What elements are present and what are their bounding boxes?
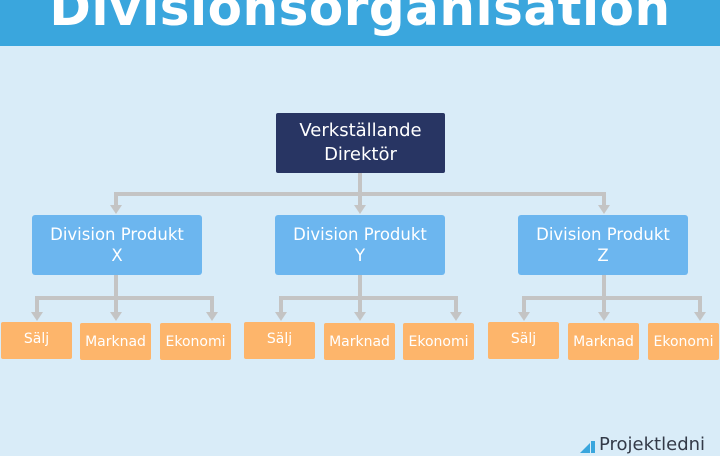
division-box-y: Division Produkt Y [275, 215, 445, 275]
division-label-line1: Division Produkt [293, 225, 427, 244]
header-bar: Divisionsorganisation [0, 0, 720, 46]
ceo-label-line2: Direktör [324, 144, 397, 165]
department-label: Marknad [329, 333, 390, 350]
department-label: Sälj [266, 331, 293, 347]
department-box-salj-x: Sälj [1, 322, 72, 359]
logo-text: Projektledni [599, 434, 706, 455]
division-box-z: Division Produkt Z [518, 215, 688, 275]
department-box-marknad-y: Marknad [324, 323, 395, 360]
page-title: Divisionsorganisation [49, 0, 671, 37]
ceo-box: Verkställande Direktör [276, 113, 445, 173]
division-box-x: Division Produkt X [32, 215, 202, 275]
chart-logo-icon [580, 441, 595, 453]
ceo-label-line1: Verkställande [299, 120, 422, 141]
division-label-line1: Division Produkt [536, 225, 670, 244]
department-box-salj-y: Sälj [244, 322, 315, 359]
department-box-marknad-z: Marknad [568, 323, 639, 360]
department-label: Sälj [510, 331, 537, 347]
department-label: Ekonomi [653, 333, 714, 350]
brand-logo: Projektledni [580, 436, 705, 456]
department-box-salj-z: Sälj [488, 322, 559, 359]
department-label: Marknad [85, 333, 146, 350]
department-label: Sälj [23, 331, 50, 347]
department-box-ekonomi-z: Ekonomi [648, 323, 719, 360]
division-label-line2: Z [597, 246, 609, 265]
department-label: Ekonomi [408, 333, 469, 350]
department-box-ekonomi-x: Ekonomi [160, 323, 231, 360]
division-label-line1: Division Produkt [50, 225, 184, 244]
department-label: Ekonomi [165, 333, 226, 350]
department-box-marknad-x: Marknad [80, 323, 151, 360]
division-label-line2: Y [354, 246, 366, 265]
division-label-line2: X [111, 246, 123, 265]
department-label: Marknad [573, 333, 634, 350]
department-box-ekonomi-y: Ekonomi [403, 323, 474, 360]
